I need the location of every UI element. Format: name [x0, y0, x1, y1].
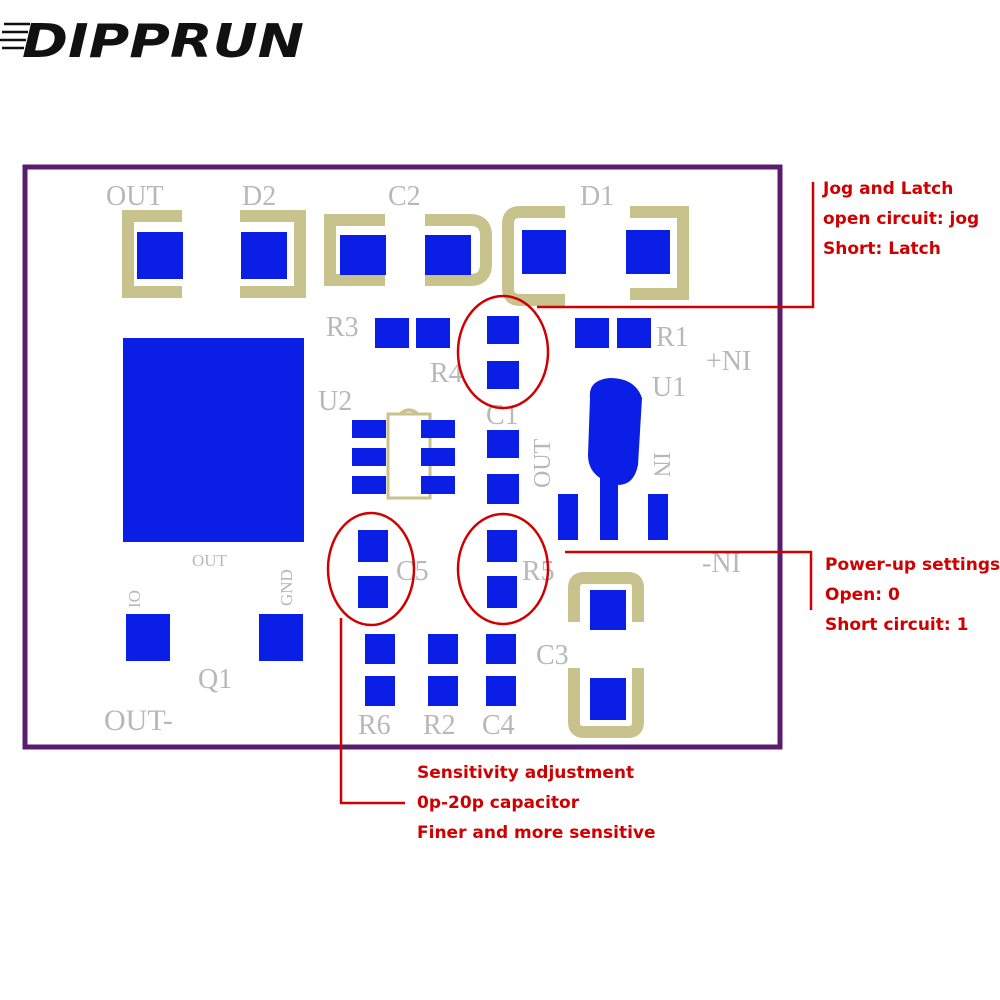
d2-pad: [241, 232, 287, 279]
label-u1: U1: [652, 372, 686, 403]
sensitivity-line-2: 0p-20p capacitor: [417, 793, 580, 813]
jog-latch-line-2: open circuit: jog: [823, 209, 979, 229]
blue-pads: [123, 230, 670, 720]
d2-pad-footprint: [240, 210, 306, 298]
c3-pad-bottom: [590, 678, 626, 720]
label-r3: R3: [326, 312, 359, 343]
d1-right-footprint: [630, 206, 689, 300]
label-r5: R5: [522, 556, 555, 587]
logo-text: DIPPRUN: [22, 14, 304, 68]
r5-pad-top: [487, 530, 517, 562]
c4-pad-top: [486, 634, 516, 664]
r2-pad-top: [428, 634, 458, 664]
r6-pad-top: [365, 634, 395, 664]
label-gnd: GND: [277, 569, 296, 606]
label-u2: U2: [318, 386, 352, 417]
r4-pad-bottom: [487, 361, 519, 389]
label-r6: R6: [358, 710, 391, 741]
d1-left-footprint: [502, 206, 565, 306]
label-r1: R1: [656, 322, 689, 353]
r1-pad-right: [617, 318, 651, 348]
dipprun-logo: DIPPRUN: [0, 14, 304, 68]
sensitivity-circle: [326, 511, 416, 627]
u2-pin-8: [421, 420, 455, 438]
c2-pad-left: [340, 235, 386, 275]
label-r2: R2: [423, 710, 456, 741]
label-out-mid: OUT: [192, 551, 228, 570]
jog-latch-title: Jog and Latch: [822, 179, 953, 199]
u2-notch: [399, 408, 419, 416]
r1-pad-left: [575, 318, 609, 348]
sensitivity-line-3: Finer and more sensitive: [417, 823, 656, 843]
r3-pad-right: [416, 318, 450, 348]
u2-pin-1: [352, 420, 386, 438]
label-r4: R4: [430, 358, 463, 389]
label-d2: D2: [242, 181, 276, 212]
label-c4: C4: [482, 710, 515, 741]
power-up-leader: [565, 550, 813, 610]
label-c3: C3: [536, 640, 569, 671]
label-c2: C2: [388, 181, 421, 212]
label-u1-in: IN: [648, 452, 674, 477]
label-d1: D1: [580, 181, 614, 212]
r5-pad-bottom: [487, 576, 517, 608]
u2-pin-7: [421, 448, 455, 466]
c3-pad-top: [590, 590, 626, 630]
d1-pad-left: [522, 230, 566, 274]
sensitivity-leader: [339, 618, 405, 805]
r3-pad-left: [375, 318, 409, 348]
power-up-circle: [456, 512, 550, 626]
label-out-minus: OUT-: [104, 704, 173, 737]
u1-body-pad: [588, 378, 642, 540]
jog-latch-line-3: Short: Latch: [823, 239, 941, 259]
annotation-text: Jog and Latch open circuit: jog Short: L…: [417, 179, 1000, 843]
c1-pad-top: [487, 430, 519, 458]
c4-pad-bottom: [486, 676, 516, 706]
label-u1-out: OUT: [530, 438, 556, 488]
c2-right-footprint: [425, 214, 492, 286]
sensitivity-title: Sensitivity adjustment: [417, 763, 634, 783]
u2-pin-3: [352, 476, 386, 494]
u1-pin-out: [558, 494, 578, 540]
r2-pad-bottom: [428, 676, 458, 706]
u2-pin-6: [421, 476, 455, 494]
large-out-pad: [123, 338, 304, 542]
out-pad: [137, 232, 183, 279]
c2-left-footprint: [324, 214, 385, 286]
power-up-line-2: Open: 0: [825, 585, 900, 605]
c3-top-footprint: [568, 572, 644, 622]
c1-pad-bottom: [487, 474, 519, 504]
power-up-line-3: Short circuit: 1: [825, 615, 968, 635]
out-pad-footprint: [122, 210, 182, 298]
label-io: IO: [125, 590, 144, 608]
c3-bottom-footprint: [568, 668, 644, 738]
jog-latch-circle: [456, 294, 550, 410]
r6-pad-bottom: [365, 676, 395, 706]
u2-pin-2: [352, 448, 386, 466]
power-up-title: Power-up settings: [825, 555, 1000, 575]
gold-footprints: [122, 206, 689, 738]
r4-pad-top: [487, 316, 519, 344]
label-c1: C1: [486, 400, 519, 431]
u1-pin-in: [648, 494, 668, 540]
logo-speed-lines: [0, 22, 30, 50]
c2-pad-right: [425, 235, 471, 275]
label-in-plus: +NI: [706, 346, 751, 377]
c5-pad-bottom: [358, 576, 388, 608]
io-pad: [126, 614, 170, 661]
label-out-top: OUT: [106, 181, 164, 212]
gnd-pad: [259, 614, 303, 661]
jog-latch-leader: [537, 182, 815, 309]
d1-pad-right: [626, 230, 670, 274]
annotation-markers: [326, 182, 815, 805]
c5-pad-top: [358, 530, 388, 562]
label-q1: Q1: [198, 664, 232, 695]
